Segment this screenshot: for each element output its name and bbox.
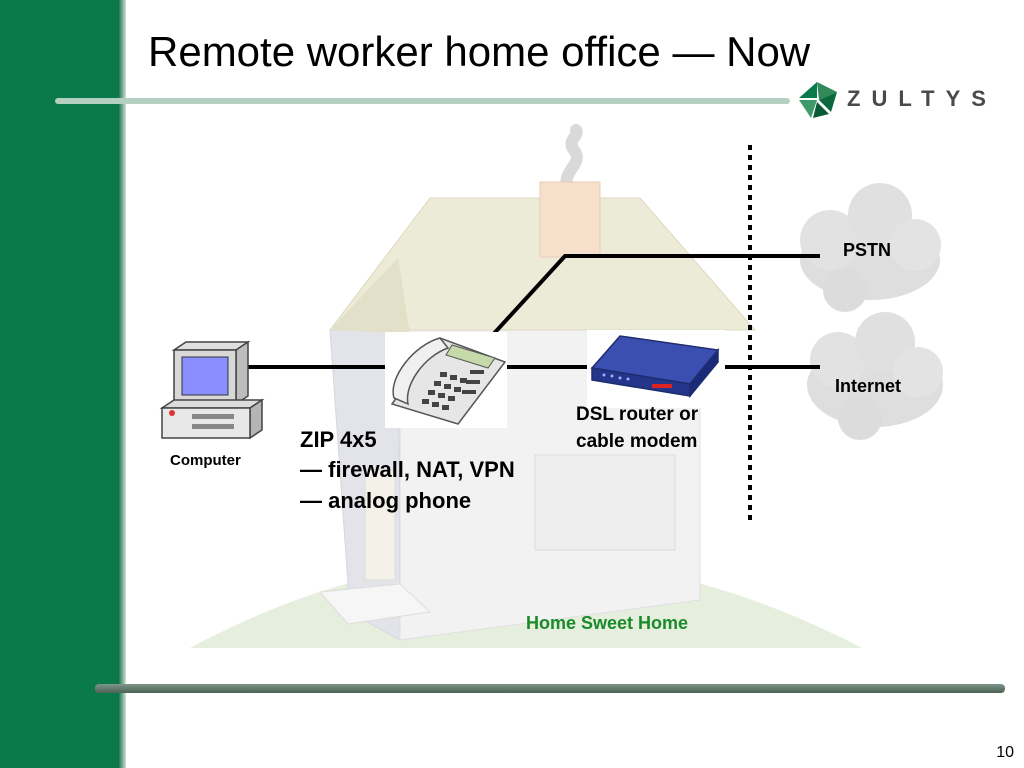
zultys-logo-mark-icon	[799, 82, 837, 118]
zultys-logo: ZULTYS	[795, 78, 1015, 120]
sidebar-edge-gradient	[118, 0, 126, 768]
zip-label-line1: ZIP 4x5	[300, 427, 377, 452]
router-label-line1: DSL router or	[576, 404, 699, 425]
slide-title: Remote worker home office — Now	[148, 28, 811, 75]
logo-wordmark: ZULTYS	[847, 86, 997, 111]
footer-divider	[95, 684, 1005, 693]
house-window	[534, 454, 676, 551]
title-divider	[55, 98, 790, 104]
internet-cloud-icon	[807, 312, 943, 440]
router-label-line2: cable modem	[576, 431, 698, 452]
internet-label: Internet	[835, 376, 902, 396]
pstn-label: PSTN	[843, 240, 892, 260]
zip-label-line3: — analog phone	[300, 488, 472, 513]
phone-pstn-link	[486, 254, 820, 342]
left-sidebar-band	[0, 0, 118, 768]
home-label: Home Sweet Home	[526, 613, 689, 633]
chimney	[539, 181, 601, 258]
ip-phone-icon	[390, 337, 507, 425]
zip-label-line2: — firewall, NAT, VPN	[300, 457, 515, 482]
house-door	[364, 469, 396, 581]
computer-icon	[159, 340, 265, 440]
page-number: 10	[996, 744, 1014, 761]
front-steps	[318, 583, 432, 625]
roof-gable	[330, 258, 410, 334]
computer-label: Computer	[170, 452, 241, 469]
dsl-router-icon	[590, 335, 720, 399]
chimney-smoke	[560, 124, 583, 196]
